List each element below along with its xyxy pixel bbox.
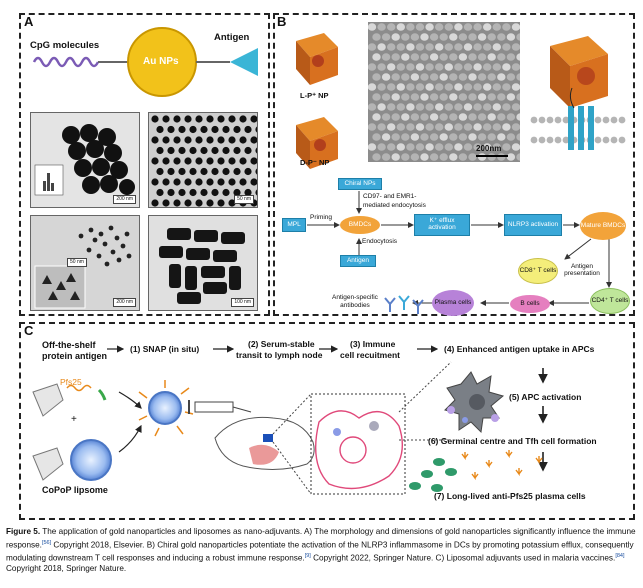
step3b-text: cell recuitment	[340, 350, 400, 360]
kefflux-box: K⁺ efflux activation	[414, 214, 470, 236]
sem-image: 200nm	[368, 22, 520, 162]
priming-text: Priming	[310, 214, 333, 221]
cd8-oval: CD8⁺ T cells	[518, 258, 558, 284]
scale-tr: 50 nm	[234, 195, 254, 204]
endocytosis-text: Endocytosis	[362, 238, 398, 245]
cpg-au-antigen-schematic	[32, 27, 258, 97]
sem-scale-bar	[476, 155, 508, 157]
caption-ref3[interactable]: [84]	[615, 552, 625, 559]
panel-a	[19, 13, 270, 316]
panel-c	[19, 322, 635, 520]
membrane-np-illustration	[530, 36, 626, 150]
step6-text: (6) Germinal centre and Tfh cell formati…	[428, 436, 597, 446]
cd4-oval: CD4⁺ T cells	[590, 288, 630, 314]
antibody-icons	[384, 295, 424, 314]
bmdcs-oval: BMDCs	[340, 216, 380, 234]
cluster-particles	[34, 225, 132, 309]
dot-array	[151, 115, 257, 207]
micrograph-cluster: 50 nm 200 nm	[30, 215, 140, 311]
caption-ref2[interactable]: [9]	[304, 552, 311, 559]
panel-a-label: A	[24, 14, 34, 29]
cpg-wave	[32, 56, 100, 68]
offshelf-text: Off-the-shelf	[42, 340, 96, 350]
rod-particles	[159, 228, 245, 304]
dnp-label: D-P⁻ NP	[300, 158, 330, 167]
scale-bl: 200 nm	[113, 298, 136, 307]
micrograph-dots: 50 nm	[148, 112, 258, 208]
antigen-box-b: Antigen	[340, 255, 376, 267]
copop-text: CoPoP lipsome	[42, 485, 108, 495]
au-label: Au NPs	[143, 56, 179, 67]
scale-bl-inset: 50 nm	[67, 258, 87, 267]
caption-part4: Copyright 2018, Springer Nature.	[6, 564, 127, 574]
step2b-text: transit to lymph node	[236, 350, 323, 360]
panel-c-label: C	[24, 323, 34, 338]
sem-scale-label: 200nm	[476, 144, 502, 153]
sem-texture	[368, 23, 520, 161]
step3a-text: (3) Immune	[350, 339, 396, 349]
caption-fig-label: Figure 5.	[6, 527, 41, 536]
step5-text: (5) APC activation	[509, 392, 582, 402]
step7-text: (7) Long-lived anti-Pfs25 plasma cells	[434, 491, 586, 501]
caption-part1: The application of gold nanoparticles an…	[6, 527, 636, 550]
mature-bmdcs-oval: Mature BMDCs	[580, 212, 626, 240]
micrograph-spheres: 200 nm	[30, 112, 140, 208]
antigen-triangle	[230, 48, 258, 76]
caption-ref1[interactable]: [56]	[41, 539, 52, 546]
scale-br: 100 nm	[231, 298, 254, 307]
bcells-oval: B cells	[510, 295, 550, 313]
step1-text: (1) SNAP (in situ)	[130, 344, 200, 354]
caption-part3: Copyright 2022, Springer Nature. C) Lipo…	[310, 553, 616, 563]
step4-text: (4) Enhanced antigen uptake in APCs	[444, 344, 595, 354]
micrograph-rods: 100 nm	[148, 215, 258, 311]
pfs25-text: Pfs25	[60, 377, 82, 387]
panel-c-illustration	[32, 345, 548, 495]
plasma-oval: Plasma cells	[432, 290, 474, 316]
mpl-box: MPL	[282, 218, 306, 232]
cd97-text: CD97- and EMR1-	[363, 193, 417, 200]
antibodies-text: Antigen-specific antibodies	[332, 294, 378, 309]
scale-tl: 200 nm	[113, 195, 136, 204]
figure-caption: Figure 5. The application of gold nanopa…	[6, 527, 638, 575]
pathway-arrows	[307, 191, 612, 306]
caption-part2: Copyright 2018, Elsevier. B) Chiral gold…	[6, 540, 634, 563]
chiral-np-cubes	[296, 33, 338, 169]
presentation-text: Antigen presentation	[564, 263, 600, 277]
chiral-nps-box: Chiral NPs	[338, 178, 382, 190]
step2a-text: (2) Serum-stable	[248, 339, 315, 349]
panel-b-label: B	[277, 14, 287, 29]
plus-text: +	[71, 414, 77, 425]
lnp-label: L-P⁺ NP	[300, 91, 329, 100]
nlrp3-box: NLRP3 activation	[504, 214, 562, 236]
sphere-particles	[34, 124, 135, 196]
protein-text: protein antigen	[42, 351, 107, 361]
cpg-label: CpG molecules	[30, 40, 100, 51]
mediated-text: mediated endocytosis	[363, 202, 426, 209]
antigen-label-a: Antigen	[214, 32, 250, 43]
